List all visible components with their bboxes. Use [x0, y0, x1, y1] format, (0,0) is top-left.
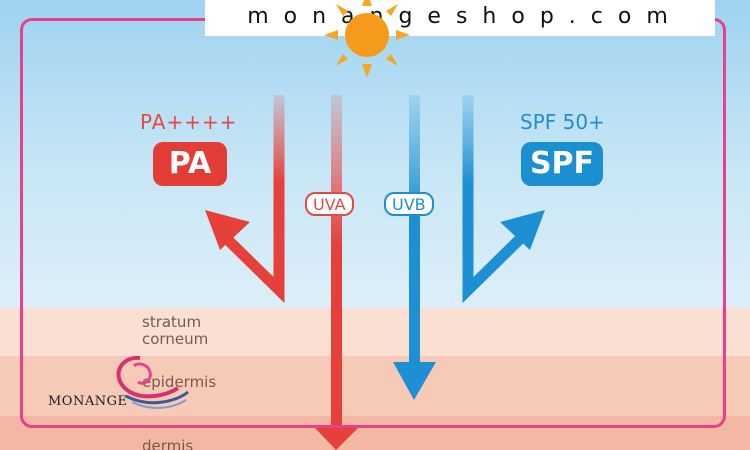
uva-label: UVA	[305, 192, 354, 216]
monange-logo-text: MONANGE	[48, 394, 128, 409]
uvb-label: UVB	[384, 192, 434, 216]
pa-deflect-arrow	[205, 95, 285, 304]
dermis-layer	[0, 416, 750, 450]
dermis-label: dermis	[142, 437, 194, 450]
uvb-arrow	[393, 95, 436, 400]
stratum-corneum-label: stratum corneum	[142, 313, 209, 348]
header-band	[205, 0, 715, 36]
sun-icon	[324, 0, 410, 78]
pa-rating-text: PA++++	[140, 110, 238, 134]
monange-logo-icon	[116, 355, 189, 409]
spf-rating-text: SPF 50+	[520, 110, 605, 134]
stratum-corneum-layer	[0, 308, 750, 356]
site-domain: monangeshop.com	[247, 4, 683, 29]
pa-badge: PA	[153, 142, 227, 186]
epidermis-label: epidermis	[142, 373, 217, 391]
spf-badge: SPF	[521, 142, 603, 186]
uva-penetrate-arrow	[315, 95, 358, 450]
spf-deflect-arrow	[462, 95, 545, 304]
